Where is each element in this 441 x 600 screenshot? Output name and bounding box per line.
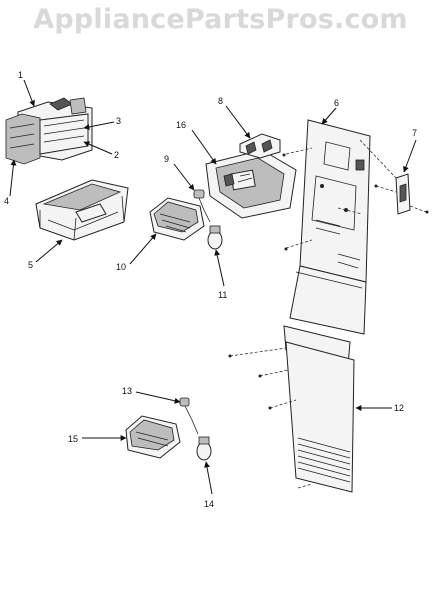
lower-panel [283,325,355,493]
fastener-lines [228,139,429,489]
callout-16: 16 [176,120,186,130]
callout-1: 1 [18,70,23,80]
callout-12: 12 [394,403,404,413]
callout-3: 3 [116,116,121,126]
control-housing [205,149,297,219]
rear-panel [289,119,371,335]
watermark: AppliancePartsPros.com [33,4,408,35]
callout-5: 5 [28,260,33,270]
ice-maker-assembly [5,97,93,165]
callout-11: 11 [218,290,227,300]
callout-2: 2 [114,150,119,160]
callout-10: 10 [116,262,126,272]
callout-6: 6 [334,98,339,108]
callout-labels: 1 2 3 4 5 6 7 8 9 10 11 12 13 14 15 16 [4,70,417,509]
callout-13: 13 [122,386,132,396]
callout-4: 4 [4,196,9,206]
callout-15: 15 [68,434,78,444]
ice-bucket [35,179,129,241]
callout-8: 8 [218,96,223,106]
light-socket-lower [179,397,199,435]
callout-7: 7 [412,128,417,138]
mounting-clip [395,173,411,215]
light-cover-upper [149,197,205,241]
light-cover-lower [125,415,181,459]
light-bulb-upper [207,225,223,250]
damper-bracket [239,133,281,159]
light-bulb-lower [196,436,212,461]
callout-14: 14 [204,499,214,509]
leader-lines [9,79,417,495]
light-socket-upper [193,189,211,223]
callout-9: 9 [164,154,169,164]
